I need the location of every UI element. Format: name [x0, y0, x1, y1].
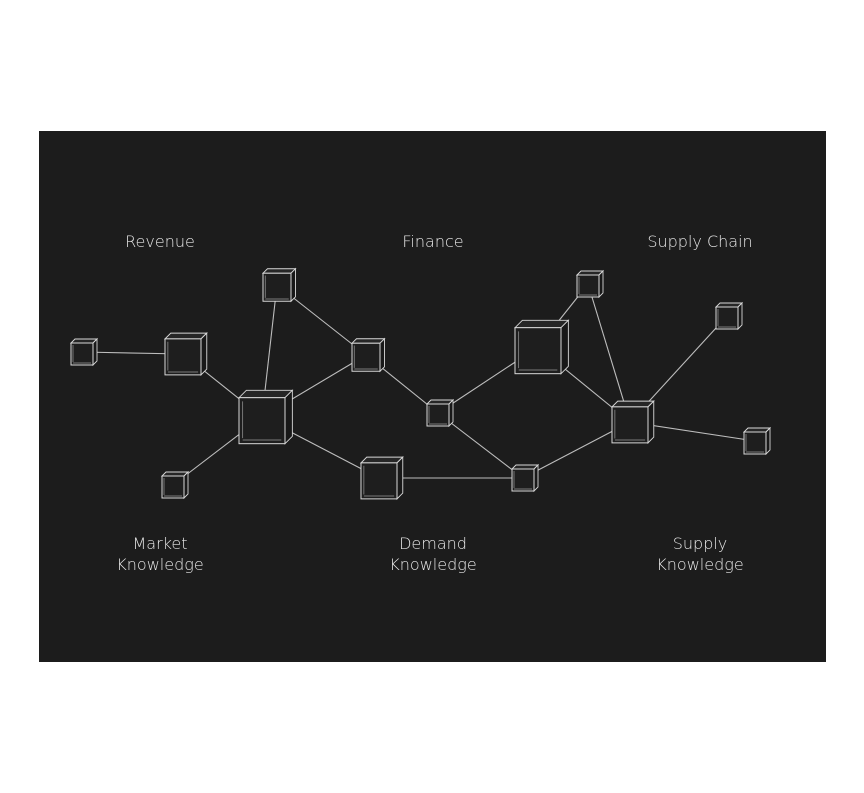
cube-node-icon [163, 332, 208, 376]
cube-node-icon [513, 319, 570, 375]
diagram-panel [39, 131, 826, 662]
edge-n10-n11 [587, 283, 631, 423]
nodes [69, 267, 772, 500]
label-market-line2: Knowledge [116, 555, 204, 574]
label-market-line1: Market [132, 534, 188, 553]
label-finance: Finance [402, 232, 464, 251]
label-market-knowledge: Market Knowledge [116, 533, 203, 575]
cube-node-icon [610, 400, 655, 444]
label-revenue: Revenue [125, 232, 195, 251]
edge-n8-n14 [437, 412, 524, 479]
cube-node-icon [742, 426, 772, 456]
cube-node-icon [575, 269, 605, 299]
label-demand-line1: Demand [399, 534, 467, 553]
cube-node-icon [510, 463, 540, 493]
cube-node-icon [160, 470, 190, 500]
cube-node-icon [261, 267, 297, 303]
cube-node-icon [359, 456, 404, 500]
label-demand-knowledge: Demand Knowledge [389, 533, 476, 575]
cube-node-icon [69, 337, 99, 367]
cube-node-icon [350, 337, 386, 373]
cube-node-icon [714, 301, 744, 331]
label-supply-knowledge: Supply Knowledge [656, 533, 743, 575]
cube-node-icon [237, 389, 294, 445]
cube-node-icon [425, 398, 455, 428]
edges [81, 283, 756, 486]
label-supply-line2: Knowledge [656, 555, 744, 574]
label-supply-chain: Supply Chain [647, 232, 753, 251]
label-demand-line2: Knowledge [389, 555, 477, 574]
label-supply-line1: Supply [672, 534, 728, 553]
